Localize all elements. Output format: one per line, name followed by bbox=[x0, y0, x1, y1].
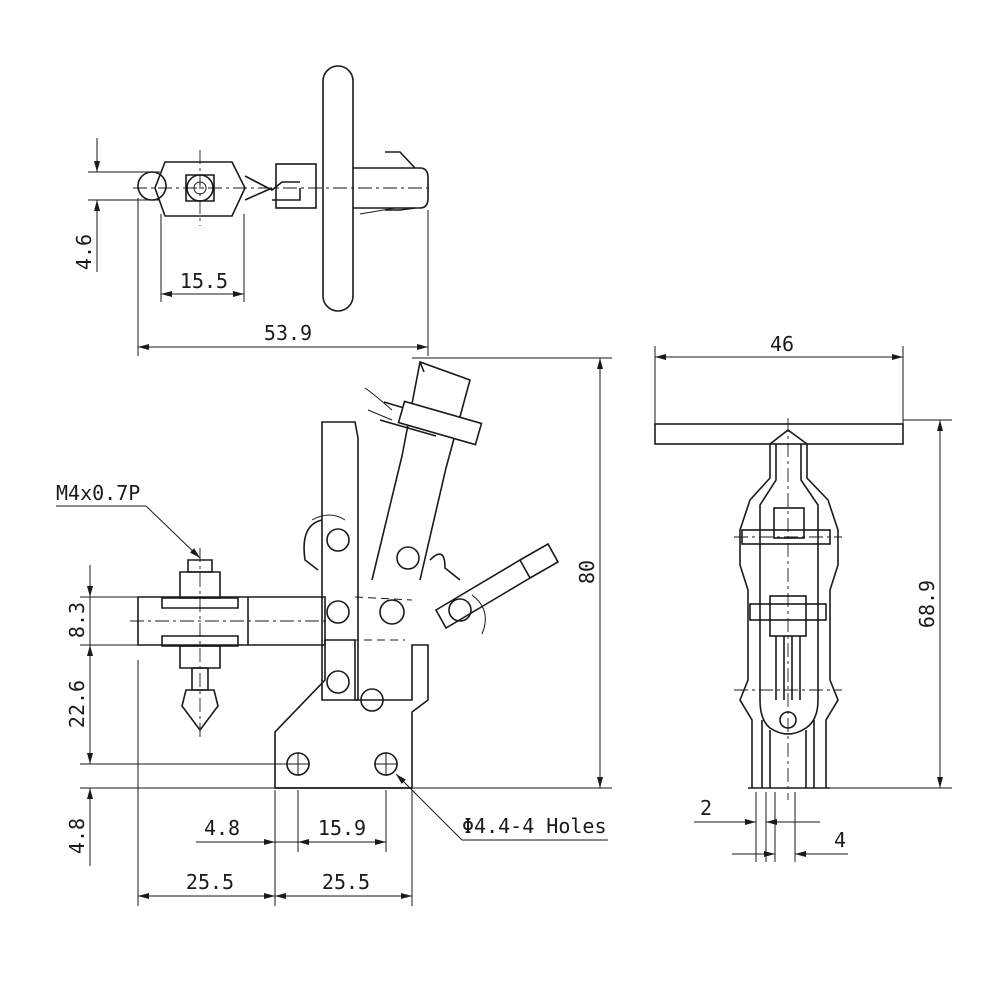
clamp-base-body bbox=[274, 639, 429, 789]
top-view: 4.6 15.5 53.9 bbox=[72, 65, 432, 356]
dim-front-height: 68.9 bbox=[915, 580, 939, 628]
thread-spec-label: M4x0.7P bbox=[56, 481, 140, 505]
link-arm-top bbox=[244, 175, 301, 201]
spindle-nut-lower bbox=[179, 645, 221, 669]
dim-side-total-height: 80 bbox=[575, 560, 599, 584]
handle-open-position bbox=[371, 360, 471, 581]
handle-vertical bbox=[321, 421, 359, 701]
dim-spindle-to-base: 22.6 bbox=[65, 680, 89, 728]
dim-spindle-band: 8.3 bbox=[65, 602, 89, 638]
body-outline-front bbox=[739, 444, 839, 788]
link-block-top bbox=[275, 163, 317, 209]
hex-nut-top bbox=[154, 161, 246, 217]
clamp-arm-horizontal bbox=[137, 596, 326, 646]
dim-handle-width: 46 bbox=[770, 332, 794, 356]
side-view: 80 M4x0.7P 8.3 22.6 4.8 4.8 15.9 25.5 25… bbox=[56, 357, 612, 906]
dim-base-thickness: 4.8 bbox=[65, 818, 89, 854]
dim-top-total: 53.9 bbox=[264, 321, 312, 345]
dim-hole-spacing: 15.9 bbox=[318, 816, 366, 840]
clamp-arm-open bbox=[434, 558, 532, 630]
handle-grip bbox=[322, 65, 354, 312]
pivot-eye bbox=[137, 171, 167, 201]
dim-hole-offset: 4.8 bbox=[204, 816, 240, 840]
dim-base-left: 25.5 bbox=[186, 870, 234, 894]
dim-slot-b: 4 bbox=[834, 828, 846, 852]
dim-base-right: 25.5 bbox=[322, 870, 370, 894]
dim-top-height: 4.6 bbox=[72, 234, 96, 270]
dim-top-width: 15.5 bbox=[180, 269, 228, 293]
handle-crossbar bbox=[654, 423, 904, 445]
front-view: 46 68.9 2 4 bbox=[654, 332, 952, 862]
spindle-tip bbox=[181, 689, 219, 732]
dim-slot-a: 2 bbox=[700, 796, 712, 820]
hole-callout-label: Φ4.4-4 Holes bbox=[462, 814, 607, 838]
